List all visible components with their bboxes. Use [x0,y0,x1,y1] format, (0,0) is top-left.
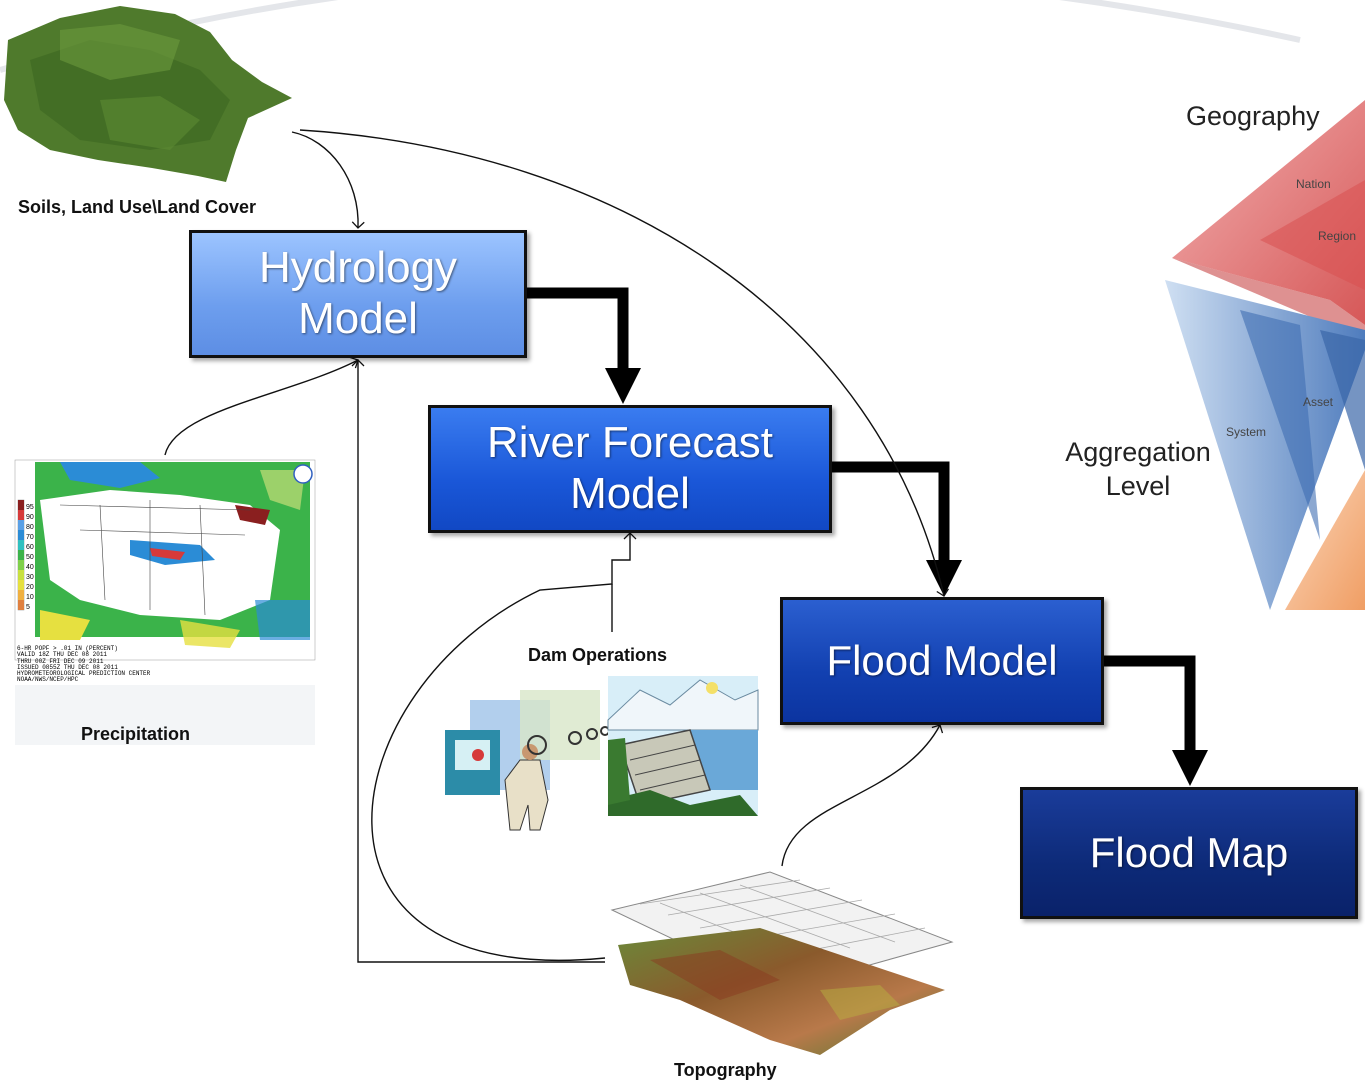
flow-arrows [527,287,1208,786]
connector-lines [164,129,950,963]
topography-label: Topography [674,1060,777,1080]
classification-pyramid [1165,100,1365,610]
flood-map-label: Flood Map [1089,828,1289,876]
dam-operations-label: Dam Operations [528,645,668,665]
legend-value: 10 [26,594,34,601]
flood-model-label: Flood Model [826,636,1058,684]
legend-value: 90 [26,514,34,521]
aggregation-level-label: Aggregation Level [1065,437,1211,501]
connector-precip-to-hydrology [164,356,359,456]
soils-label: Soils, Land Use\Land Cover [18,197,257,217]
connector-topo-to-river [371,532,637,961]
connector-land-to-hydrology [291,131,365,229]
flood-map-box: Flood Map [1020,787,1358,919]
dam-clipart [607,676,759,816]
precipitation-label: Precipitation [81,724,191,744]
connector-topo-to-hydrology [351,359,605,963]
pyramid-region-label: Region [1318,229,1357,243]
connector-topo-to-flood [781,724,944,867]
arrow-river-to-flood [832,461,950,564]
geography-label: Geography [1186,101,1320,131]
connector-land-to-flood [299,129,950,597]
hydrology-model-box: Hydrology Model [189,230,527,358]
precipitation-map-image [14,459,316,745]
legend-value: 70 [26,534,34,541]
river-forecast-model-label: River Forecast Model [486,418,774,518]
pyramid-system-label: System [1226,425,1267,439]
land-cover-image [4,6,292,182]
arrow-hydrology-to-river [527,287,629,372]
legend-value: 30 [26,574,34,581]
control-room-clipart [445,690,610,831]
pyramid-asset-label: Asset [1303,395,1334,409]
legend-value: 95 [26,504,34,511]
arrow-flood-to-map [1104,655,1196,754]
pyramid-nation-label: Nation [1296,177,1331,191]
legend-value: 50 [26,554,34,561]
legend-value: 40 [26,564,34,571]
river-forecast-model-box: River Forecast Model [428,405,832,533]
legend-value: 80 [26,524,34,531]
legend-value: 5 [26,604,30,611]
legend-value: 60 [26,544,34,551]
terrain-surface-image [610,871,954,1055]
legend-value: 20 [26,584,34,591]
precip-map-footer: 6-HR POPF > .01 IN (PERCENT) VALID 18Z T… [17,645,151,684]
flood-model-box: Flood Model [780,597,1104,725]
hydrology-model-label: Hydrology Model [258,243,458,343]
